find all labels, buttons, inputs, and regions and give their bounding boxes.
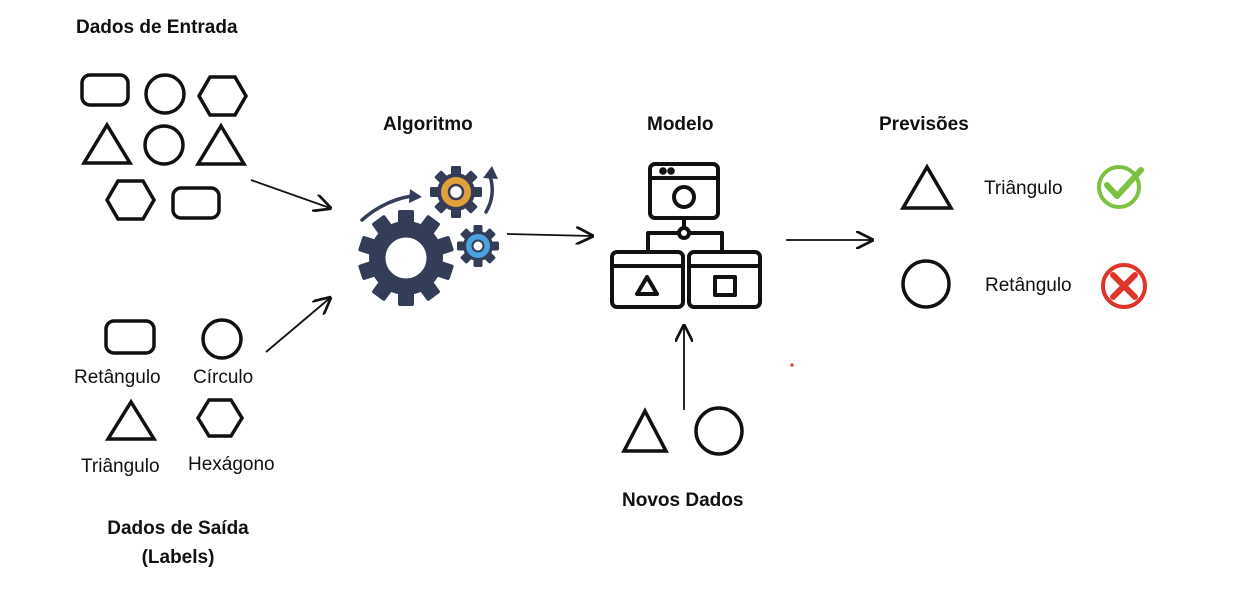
prediction-shapes [899, 163, 955, 309]
new-data-title: Novos Dados [622, 490, 744, 511]
label-shapes [104, 318, 245, 441]
circle-shape [901, 259, 951, 309]
curved-arrow-icon [360, 194, 414, 222]
large-gear-icon [358, 210, 454, 306]
circle-shape [201, 318, 243, 360]
rectangle-shape [80, 73, 130, 107]
small-gear-icon [457, 225, 499, 267]
rectangle-shape [104, 319, 156, 355]
arrowhead-icon [409, 189, 422, 203]
arrow-labels-to-algorithm [265, 298, 330, 353]
triangle-shape [104, 398, 158, 441]
label-item: Retângulo [74, 367, 161, 388]
flow-arrows [250, 179, 872, 410]
arrowhead-icon [483, 166, 498, 179]
cross-icon [1101, 263, 1147, 309]
triangle-shape [80, 121, 134, 165]
red-dot [790, 363, 794, 367]
triangle-shape [621, 407, 669, 453]
circle-shape [143, 124, 185, 166]
new-data-shapes [621, 406, 744, 456]
output-data-subtitle: (Labels) [141, 547, 215, 568]
input-shapes [80, 73, 249, 221]
arrow-input-to-algorithm [250, 179, 330, 208]
label-item: Círculo [193, 367, 254, 388]
hexagon-shape [195, 398, 245, 438]
arrow-algorithm-to-model [506, 234, 592, 236]
triangle-shape [899, 163, 955, 210]
circle-shape [694, 406, 744, 456]
model-title: Modelo [647, 114, 714, 135]
prediction-label: Retângulo [985, 275, 1072, 296]
gears-icon [358, 166, 499, 306]
triangle-shape [194, 122, 248, 166]
small-gear-icon [430, 166, 482, 218]
algorithm-title: Algoritmo [383, 114, 473, 135]
hexagon-shape [196, 75, 249, 117]
prediction-label: Triângulo [984, 178, 1063, 199]
predictions-title: Previsões [879, 114, 969, 135]
output-data-title: Dados de Saída [107, 518, 249, 539]
label-item: Hexágono [188, 454, 275, 475]
hexagon-shape [104, 179, 157, 221]
curved-arrow-icon [484, 174, 494, 214]
check-icon [1097, 165, 1144, 209]
circle-shape [144, 73, 186, 115]
rectangle-shape [171, 186, 221, 220]
model-icon [610, 162, 762, 309]
label-item: Triângulo [81, 456, 160, 477]
input-data-title: Dados de Entrada [76, 17, 238, 38]
